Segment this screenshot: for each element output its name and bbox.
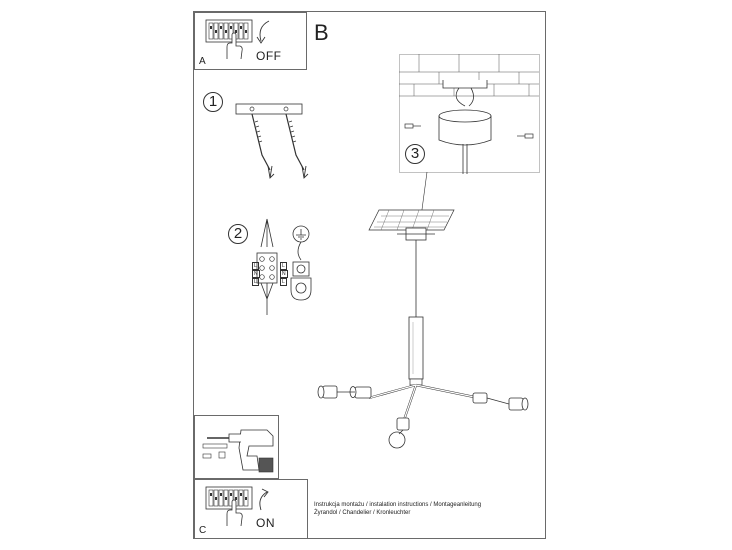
panel-b-letter: B [314, 20, 329, 45]
arrow-up-icon [259, 488, 269, 511]
panel-a-letter: A [199, 56, 206, 67]
terminal-label-right-mid: N [280, 270, 288, 278]
caption-line-1: Instrukcja montażu / instalation instruc… [314, 502, 482, 508]
panel-c-power-on: ON C [194, 479, 308, 539]
panel-drill [194, 415, 279, 479]
instruction-sheet: OFF A B 1 2 L N L L N L [193, 11, 546, 539]
terminal-label-right-top: L [280, 262, 287, 270]
terminal-label-left-top: L [252, 262, 259, 270]
on-label: ON [256, 516, 275, 530]
drill-icon [202, 429, 274, 473]
fuse-box-icon [205, 19, 253, 60]
product-caption: Instrukcja montażu / instalation instruc… [314, 501, 481, 517]
fuse-box-icon [205, 486, 253, 527]
ground-connector-icon [290, 225, 312, 301]
step-3-marker: 3 [405, 144, 425, 164]
step-1-ceiling-bracket-wiring [235, 103, 309, 179]
off-label: OFF [256, 49, 282, 63]
step-3-canopy-detail [399, 54, 540, 174]
arrow-down-icon [256, 20, 270, 44]
terminal-label-left-mid: N [252, 270, 260, 278]
terminal-label-left-bottom: L [252, 278, 259, 286]
step-2-terminal-block [256, 218, 278, 315]
step-2-marker: 2 [228, 224, 248, 244]
terminal-label-right-bottom: L [280, 278, 287, 286]
panel-c-letter: C [199, 525, 207, 536]
caption-line-2: Żyrandol / Chandelier / Kronleuchter [314, 510, 411, 517]
panel-a-power-off: OFF A [194, 12, 307, 70]
chandelier-drawing [317, 171, 529, 449]
step-1-marker: 1 [203, 92, 223, 112]
